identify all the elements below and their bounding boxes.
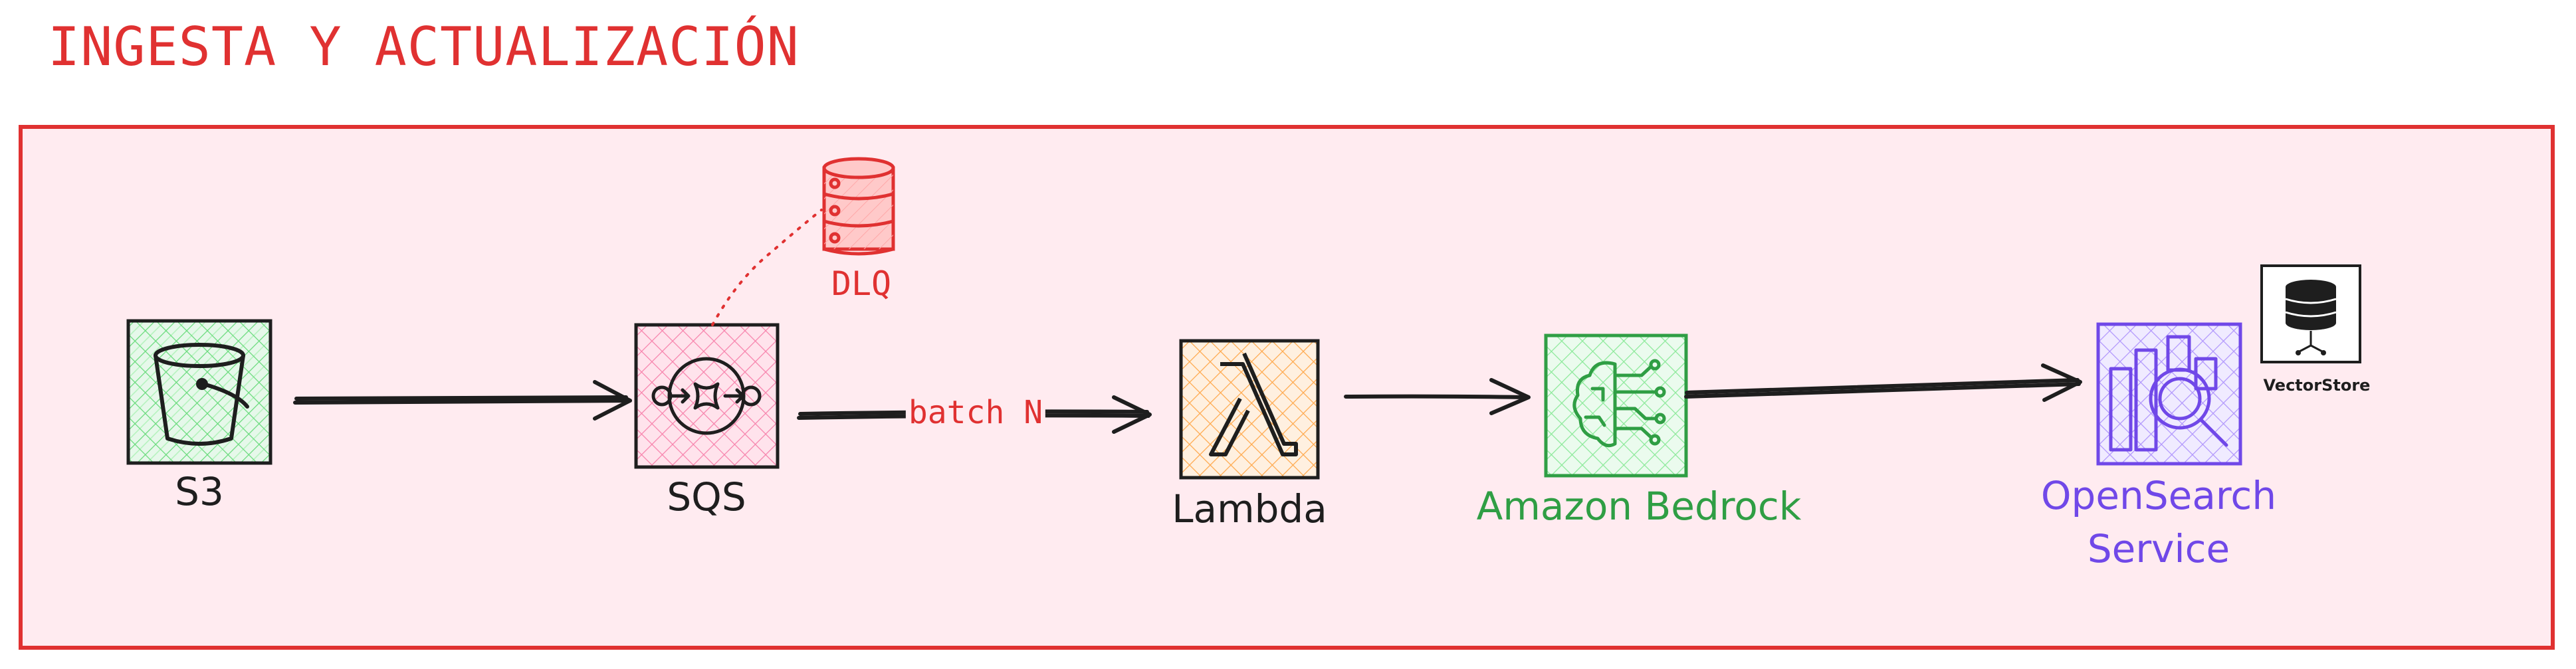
dlq-label: DLQ [831, 264, 892, 303]
sqs-label: SQS [667, 474, 746, 520]
lambda-label: Lambda [1172, 486, 1327, 531]
sqs-node[interactable] [634, 323, 780, 469]
lambda-icon [1209, 352, 1298, 456]
vectorstore-label: VectorStore [2263, 376, 2371, 395]
lambda-node[interactable] [1179, 339, 1320, 480]
arrow-bedrock-to-opensearch [1684, 363, 2082, 402]
arrow-lambda-to-bedrock [1344, 378, 1531, 415]
opensearch-icon [2109, 335, 2228, 452]
s3-node[interactable] [126, 319, 272, 465]
sqs-queue-icon [651, 357, 762, 435]
arrow-s3-to-sqs [293, 380, 632, 421]
s3-label: S3 [175, 469, 224, 514]
opensearch-label: OpenSearch Service [2041, 469, 2276, 575]
bedrock-brain-icon [1572, 359, 1666, 448]
database-icon [822, 157, 895, 256]
sqs-dlq-connector [711, 209, 823, 326]
bedrock-label: Amazon Bedrock [1476, 484, 1802, 529]
edge-label-batch: batch N [905, 394, 1046, 431]
bedrock-node[interactable] [1544, 334, 1688, 478]
vector-database-icon [2285, 280, 2337, 355]
s3-bucket-icon [154, 343, 249, 446]
vectorstore-node[interactable] [2260, 264, 2361, 363]
diagram-title: INGESTA Y ACTUALIZACIÓN [48, 16, 800, 78]
opensearch-label-line1: OpenSearch [2040, 473, 2277, 518]
opensearch-label-line2: Service [2087, 526, 2230, 571]
dlq-node[interactable] [822, 157, 895, 256]
opensearch-node[interactable] [2096, 322, 2242, 466]
